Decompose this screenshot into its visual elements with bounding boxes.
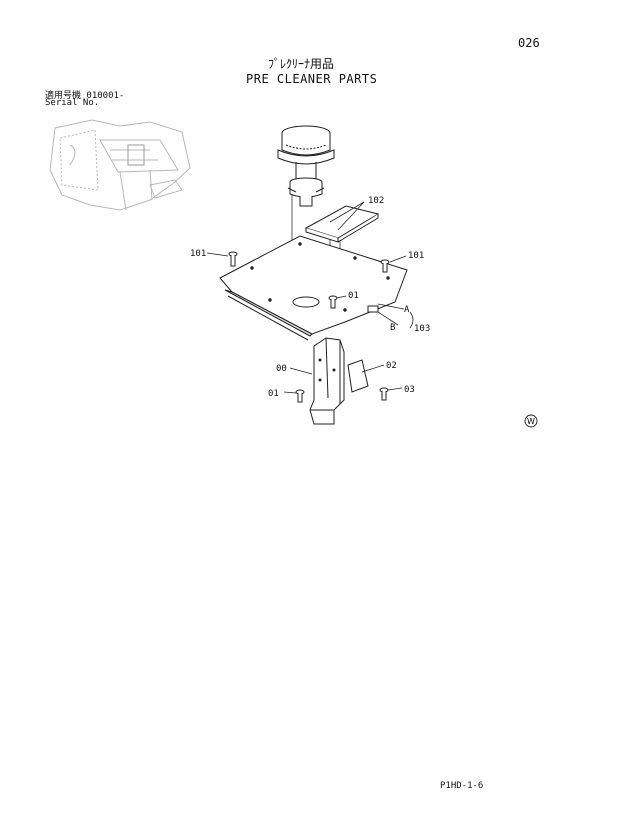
w-mark-letter: W	[527, 417, 535, 426]
bolt-101-right	[380, 259, 390, 273]
w-mark: W	[524, 414, 538, 428]
bolt-03	[379, 387, 389, 401]
callout-03: 03	[404, 385, 415, 395]
serial-label: Serial No.	[45, 98, 100, 108]
pre-cleaner-bowl	[277, 125, 335, 207]
callout-101-left: 101	[190, 249, 206, 259]
page-title: PRE CLEANER PARTS	[246, 72, 378, 86]
callout-00: 00	[276, 364, 287, 374]
callout-01-bottom: 01	[268, 389, 279, 399]
serial-applicability: 適用号機 010001-	[45, 91, 125, 101]
callout-101-right: 101	[408, 251, 424, 261]
page-number: 026	[518, 36, 540, 50]
callout-02: 02	[386, 361, 397, 371]
footer-code: P1HD-1-6	[440, 781, 484, 791]
bolt-01-bottom	[295, 389, 305, 403]
plate-102	[304, 205, 380, 243]
callout-01-top: 01	[348, 291, 359, 301]
bolt-101-left	[228, 251, 238, 267]
machine-locator-sketch	[49, 119, 191, 211]
leader-lines	[206, 201, 414, 394]
callout-b: B	[390, 323, 395, 333]
callout-a: A	[404, 305, 410, 315]
callout-102: 102	[368, 196, 384, 206]
callout-103: 103	[414, 324, 430, 334]
bracket-00	[309, 337, 345, 425]
page-title-japanese: ﾌﾟﾚｸﾘｰﾅ用品	[268, 57, 335, 71]
plate-02	[347, 359, 369, 393]
main-cover-plate	[219, 235, 408, 341]
